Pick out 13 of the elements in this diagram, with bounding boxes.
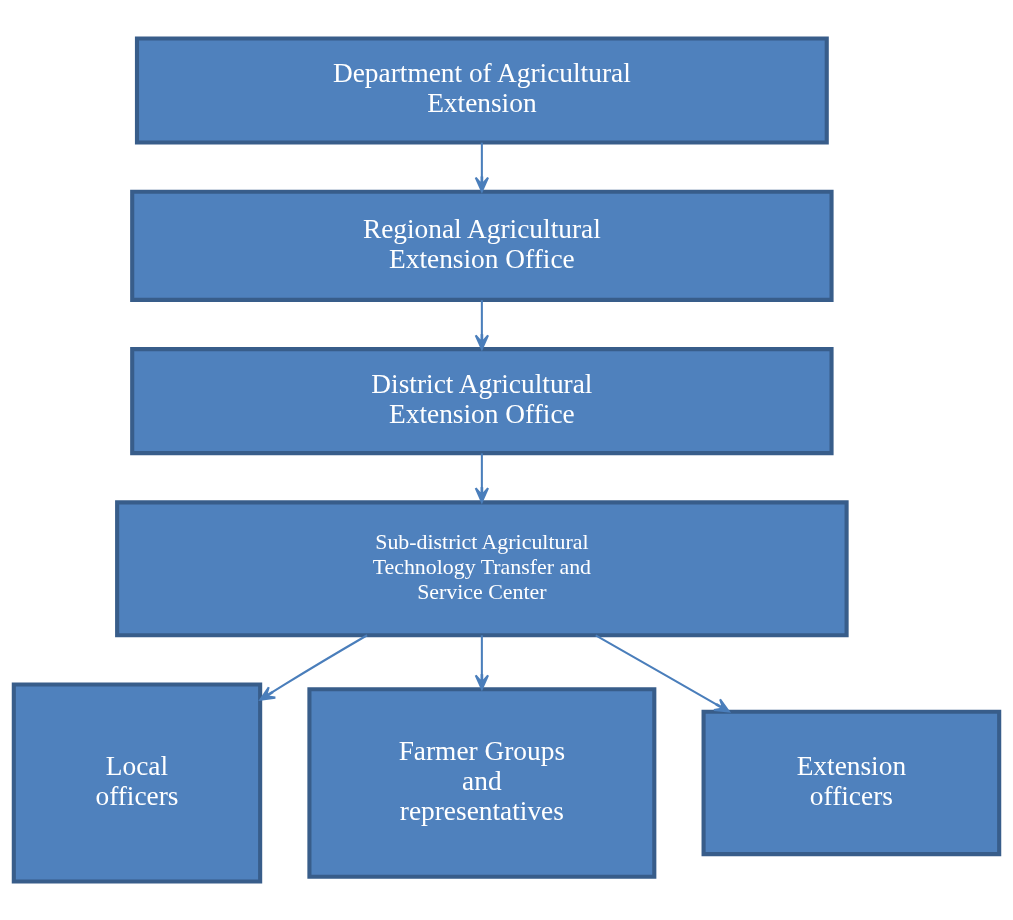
- arrow: [474, 300, 490, 350]
- node-box: District Agricultural Extension Office: [130, 347, 834, 456]
- node-box: Regional Agricultural Extension Office: [130, 189, 834, 302]
- arrow: [259, 634, 368, 701]
- arrow: [474, 453, 490, 503]
- arrow: [595, 634, 730, 713]
- arrow: [474, 635, 490, 691]
- node-box: Farmer Groups and representatives: [307, 687, 657, 879]
- arrow: [474, 142, 490, 193]
- node-box: Department of Agricultural Extension: [134, 36, 829, 145]
- node-box: Sub-district Agricultural Technology Transfer and Service Center: [115, 500, 849, 638]
- node-box: Local officers: [11, 682, 263, 884]
- node-box: Extension officers: [701, 709, 1002, 857]
